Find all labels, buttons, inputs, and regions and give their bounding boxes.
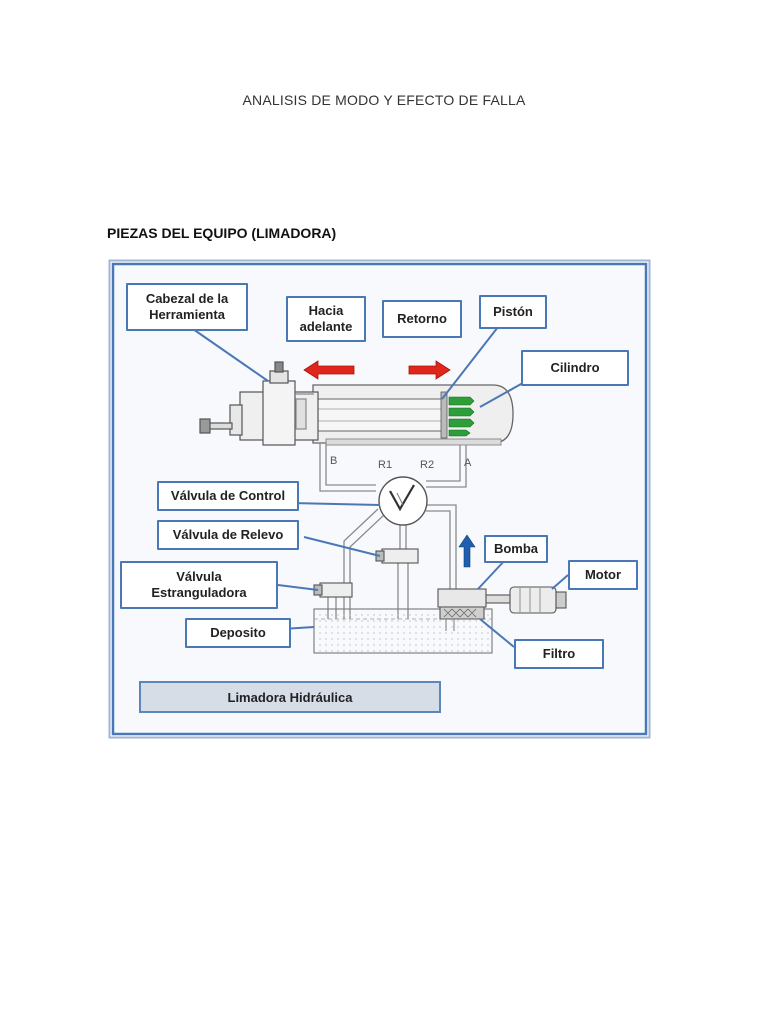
port-b-label: B	[330, 455, 338, 467]
pump-unit	[437, 588, 487, 631]
control-valve-symbol	[378, 476, 428, 526]
section-heading: PIEZAS DEL EQUIPO (LIMADORA)	[107, 225, 337, 241]
label-deposito-text: Deposito	[210, 625, 266, 640]
cylinder-body	[312, 384, 514, 446]
label-deposito: Deposito	[185, 618, 291, 648]
label-filtro-text: Filtro	[542, 646, 576, 661]
label-retorno: Retorno	[382, 300, 462, 338]
label-valvula-estranguladora: Válvula Estranguladora	[120, 561, 278, 609]
throttle-valve-symbol	[313, 582, 353, 598]
relief-valve-symbol	[375, 548, 419, 564]
label-valvula-estr-line2: Estranguladora	[151, 585, 247, 600]
document-title: ANALISIS DE MODO Y EFECTO DE FALLA	[242, 92, 526, 108]
label-hacia-line1: Hacia	[308, 303, 344, 318]
diagram-caption-text: Limadora Hidráulica	[227, 689, 353, 705]
label-motor-text: Motor	[584, 567, 622, 582]
label-retorno-text: Retorno	[397, 311, 447, 326]
pump-flow-arrow	[458, 534, 476, 568]
port-r1-label: R1	[378, 459, 393, 471]
label-hacia-adelante: Hacia adelante	[286, 296, 366, 342]
diagram-caption: Limadora Hidráulica	[139, 681, 441, 713]
label-hacia-line2: adelante	[299, 319, 353, 334]
label-valvula-control: Válvula de Control	[157, 481, 299, 511]
label-valvula-estr-line1: Válvula	[176, 569, 222, 584]
label-piston-text: Pistón	[493, 304, 533, 319]
label-valvula-relevo-text: Válvula de Relevo	[172, 527, 284, 542]
label-motor: Motor	[568, 560, 638, 590]
piston-marks	[448, 396, 475, 437]
motor-unit	[485, 586, 567, 614]
forward-arrow	[303, 360, 355, 380]
label-filtro: Filtro	[514, 639, 604, 669]
label-piston: Pistón	[479, 295, 547, 329]
label-bomba-text: Bomba	[493, 541, 539, 556]
diagram-drawing	[108, 259, 651, 739]
label-cilindro: Cilindro	[521, 350, 629, 386]
port-a-label: A	[464, 457, 472, 469]
label-bomba: Bomba	[484, 535, 548, 563]
label-cabezal-line2: Herramienta	[149, 307, 225, 322]
hydraulic-shaper-diagram: Cabezal de la Herramienta Hacia adelante…	[108, 259, 651, 739]
tool-head	[199, 361, 319, 446]
port-r2-label: R2	[420, 459, 435, 471]
label-cabezal-line1: Cabezal de la	[145, 291, 229, 306]
label-cabezal-herramienta: Cabezal de la Herramienta	[126, 283, 248, 331]
label-valvula-relevo: Válvula de Relevo	[157, 520, 299, 550]
return-arrow	[408, 360, 451, 380]
label-valvula-control-text: Válvula de Control	[170, 488, 286, 503]
label-cilindro-text: Cilindro	[550, 360, 600, 375]
